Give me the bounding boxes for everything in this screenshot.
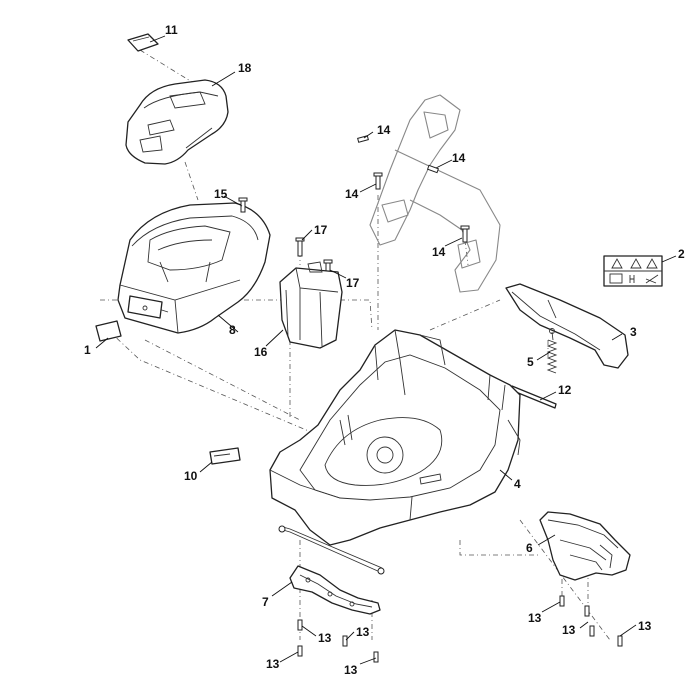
callout-14b: 14: [345, 187, 359, 201]
part-13-screws: [297, 595, 623, 663]
book-icon: [609, 273, 623, 284]
callout-3: 3: [630, 325, 637, 339]
callout-11: 11: [165, 23, 178, 37]
handle-outline: [369, 94, 501, 293]
callout-8: 8: [229, 323, 236, 337]
callout-numbers: 11 18 1 8 15 17 17 16 14 14 14 14 2 3 5 …: [84, 23, 685, 677]
assembly-lines: [100, 49, 611, 641]
part-7-front-bracket: [289, 565, 381, 615]
callout-13c: 13: [638, 619, 652, 633]
callout-4: 4: [514, 477, 521, 491]
part-16-battery-compartment: [279, 261, 343, 349]
callout-17a: 17: [314, 223, 328, 237]
callout-14c: 14: [452, 151, 466, 165]
callout-13a: 13: [528, 611, 542, 625]
part-8-grass-catcher: [117, 202, 271, 334]
axle-rod: [278, 525, 385, 575]
part-10-label: [209, 447, 241, 465]
callout-5: 5: [527, 355, 534, 369]
blade-icon: [645, 274, 659, 284]
hand-icon: [629, 275, 635, 283]
part-4-mower-deck: [269, 329, 521, 546]
leader-lines: [95, 35, 677, 665]
callout-1: 1: [84, 343, 91, 357]
part-1-decal: [95, 320, 122, 342]
part-5-spring: [546, 328, 558, 374]
warning-triangle-icon: [611, 258, 623, 269]
callout-17b: 17: [346, 276, 360, 290]
callout-10: 10: [184, 469, 198, 483]
callout-6: 6: [526, 541, 533, 555]
callout-18: 18: [238, 61, 252, 75]
warning-triangle-icon: [630, 258, 642, 269]
part-11-decal: [127, 33, 159, 52]
callout-16: 16: [254, 345, 268, 359]
callout-14a: 14: [377, 123, 391, 137]
callout-13f: 13: [266, 657, 280, 671]
callout-14d: 14: [432, 245, 446, 259]
part-15-screw: [238, 197, 248, 213]
callout-2: 2: [678, 247, 685, 261]
callout-13d: 13: [318, 631, 332, 645]
part-18-grass-bag-cover: [125, 79, 229, 165]
callout-12: 12: [558, 383, 572, 397]
callout-15: 15: [214, 187, 228, 201]
callout-13e: 13: [356, 625, 370, 639]
part-6-discharge-chute: [539, 511, 631, 581]
part-3-rear-flap: [505, 283, 629, 369]
part-2-warning-label: [603, 255, 663, 287]
callout-7: 7: [262, 595, 269, 609]
callout-13g: 13: [344, 663, 358, 677]
warning-triangle-icon: [646, 258, 658, 269]
callout-13b: 13: [562, 623, 576, 637]
